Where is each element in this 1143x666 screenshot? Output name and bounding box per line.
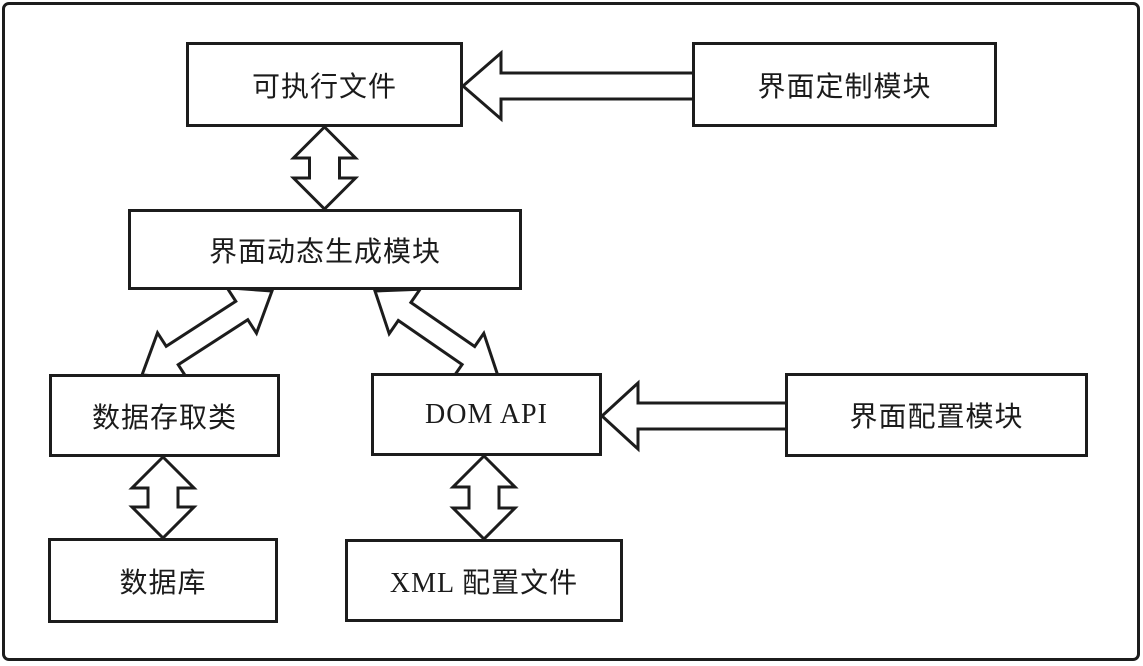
arrow-executable-ui-dynamic-gen — [289, 124, 360, 212]
arrow-ui-custom-to-executable — [460, 49, 694, 123]
node-ui-customization-module-label: 界面定制模块 — [757, 71, 932, 103]
arrow-ui-dynamic-gen-dom-api — [372, 287, 501, 380]
node-ui-configuration-module: 界面配置模块 — [785, 373, 1088, 457]
node-executable-file: 可执行文件 — [186, 42, 463, 127]
node-ui-configuration-module-label: 界面配置模块 — [849, 402, 1024, 433]
node-xml-config-file: XML 配置文件 — [345, 539, 623, 622]
arrow-ui-dynamic-gen-data-access — [139, 286, 275, 380]
arrow-ui-config-to-dom-api — [599, 379, 787, 453]
node-dom-api-label: DOM API — [425, 398, 548, 430]
node-database: 数据库 — [48, 538, 278, 623]
node-ui-dynamic-generation-module-label: 界面动态生成模块 — [208, 236, 441, 268]
node-dom-api: DOM API — [371, 373, 602, 456]
node-database-label: 数据库 — [119, 567, 207, 599]
arrow-dom-api-xml-config — [449, 453, 519, 542]
node-ui-dynamic-generation-module: 界面动态生成模块 — [128, 209, 522, 290]
node-executable-file-label: 可执行文件 — [251, 71, 397, 103]
node-data-access-class: 数据存取类 — [49, 374, 280, 457]
node-ui-customization-module: 界面定制模块 — [692, 42, 997, 127]
arrow-data-access-database — [128, 454, 198, 541]
node-xml-config-file-label: XML 配置文件 — [389, 567, 579, 599]
node-data-access-class-label: 数据存取类 — [91, 402, 237, 434]
